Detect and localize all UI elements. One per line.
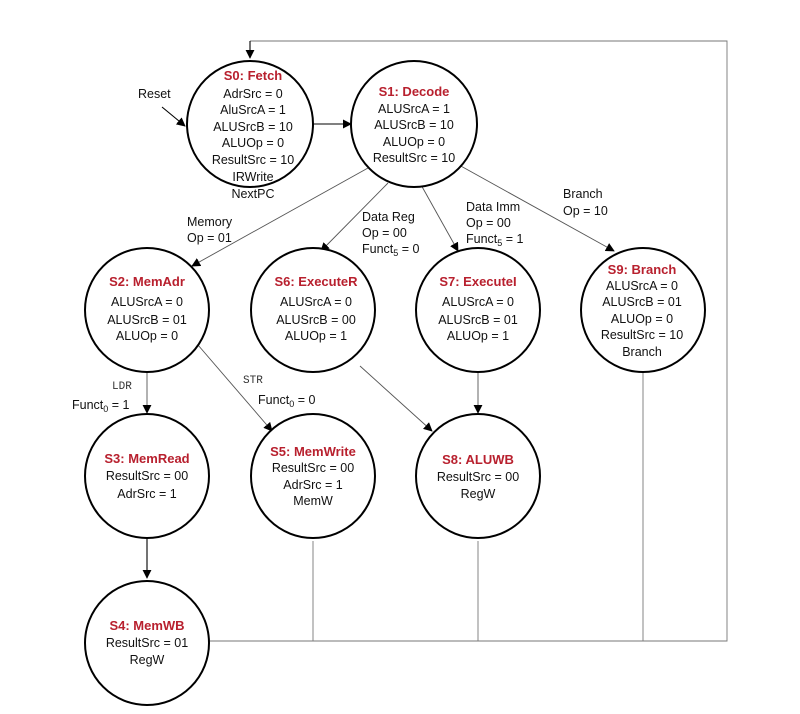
state-s0-line-3: ALUSrcB = 10 — [213, 120, 293, 134]
state-s0-line-7: NextPC — [231, 187, 274, 201]
state-s2-memadr: S2: MemAdr ALUSrcA = 0 ALUSrcB = 01 ALUO… — [84, 247, 210, 373]
state-s1-decode: S1: Decode ALUSrcA = 1 ALUSrcB = 10 ALUO… — [350, 60, 478, 188]
state-s9-line-1: ALUSrcA = 0 — [606, 279, 678, 293]
state-s5-memwrite: S5: MemWrite ResultSrc = 00 AdrSrc = 1 M… — [250, 413, 376, 539]
state-s5-title: S5: MemWrite — [270, 444, 356, 459]
state-s2-line-1: ALUSrcA = 0 — [111, 295, 183, 309]
state-s3-line-1: ResultSrc = 00 — [106, 469, 188, 483]
data-reg-funct-label: Funct5 = 0 — [362, 242, 420, 258]
state-s1-line-4: ResultSrc = 10 — [373, 151, 455, 165]
state-s8-line-2: RegW — [461, 487, 496, 501]
state-s8-aluwb: S8: ALUWB ResultSrc = 00 RegW — [415, 413, 541, 539]
data-reg-label: Data Reg — [362, 210, 415, 224]
state-s5-line-3: MemW — [293, 494, 333, 508]
state-s3-title: S3: MemRead — [104, 451, 189, 466]
state-s6-executer: S6: ExecuteR ALUSrcA = 0 ALUSrcB = 00 AL… — [250, 247, 376, 373]
state-s0-fetch: S0: Fetch AdrSrc = 0 AluSrcA = 1 ALUSrcB… — [186, 60, 314, 201]
branch-label: Branch — [563, 187, 603, 201]
state-s7-line-3: ALUOp = 1 — [447, 329, 509, 343]
state-s1-line-1: ALUSrcA = 1 — [378, 102, 450, 116]
state-s2-title: S2: MemAdr — [109, 274, 185, 289]
data-imm-funct-label: Funct5 = 1 — [466, 232, 524, 248]
reset-arrow — [161, 106, 186, 127]
ldr-funct-label: Funct0 = 1 — [72, 398, 130, 414]
state-s7-line-1: ALUSrcA = 0 — [442, 295, 514, 309]
edge-s1-s6 — [320, 182, 389, 252]
memory-label: Memory — [187, 215, 233, 229]
branch-op-label: Op = 10 — [563, 204, 608, 218]
state-s6-title: S6: ExecuteR — [274, 274, 358, 289]
state-s5-line-2: AdrSrc = 1 — [283, 478, 342, 492]
str-label: STR — [243, 375, 263, 387]
ldr-label: LDR — [112, 381, 132, 393]
state-s4-title: S4: MemWB — [109, 618, 184, 633]
edge-s1-s9 — [449, 159, 615, 252]
edge-s1-s2 — [191, 167, 369, 267]
state-s1-line-2: ALUSrcB = 10 — [374, 118, 454, 132]
state-s2-line-2: ALUSrcB = 01 — [107, 313, 187, 327]
state-s9-line-3: ALUOp = 0 — [611, 312, 673, 326]
state-s1-line-3: ALUOp = 0 — [383, 135, 445, 149]
state-s2-line-3: ALUOp = 0 — [116, 329, 178, 343]
state-s9-line-5: Branch — [622, 345, 662, 359]
return-path — [207, 40, 728, 642]
edge-s2-s5 — [197, 344, 273, 432]
state-s0-title: S0: Fetch — [224, 68, 283, 83]
state-s6-line-2: ALUSrcB = 00 — [276, 313, 356, 327]
state-s4-memwb: S4: MemWB ResultSrc = 01 RegW — [84, 580, 210, 706]
memory-op-label: Op = 01 — [187, 231, 232, 245]
edge-s1-s7 — [419, 182, 459, 252]
state-s0-line-6: IRWrite — [232, 170, 273, 184]
state-s9-line-4: ResultSrc = 10 — [601, 328, 683, 342]
data-imm-label: Data Imm — [466, 200, 520, 214]
edge-s6-s8 — [359, 365, 433, 432]
state-s8-title: S8: ALUWB — [442, 452, 514, 467]
state-s7-title: S7: ExecuteI — [439, 274, 516, 289]
state-s8-line-1: ResultSrc = 00 — [437, 470, 519, 484]
state-s3-line-2: AdrSrc = 1 — [117, 487, 176, 501]
state-s9-line-2: ALUSrcB = 01 — [602, 295, 682, 309]
reset-label: Reset — [138, 87, 171, 101]
state-s4-line-2: RegW — [130, 653, 165, 667]
state-s5-line-1: ResultSrc = 00 — [272, 461, 354, 475]
state-s0-line-5: ResultSrc = 10 — [212, 153, 294, 167]
str-funct-label: Funct0 = 0 — [258, 393, 316, 409]
state-s1-title: S1: Decode — [379, 84, 450, 99]
state-s9-branch: S9: Branch ALUSrcA = 0 ALUSrcB = 01 ALUO… — [580, 247, 706, 373]
state-s6-line-3: ALUOp = 1 — [285, 329, 347, 343]
state-s0-line-4: ALUOp = 0 — [222, 136, 284, 150]
data-imm-op-label: Op = 00 — [466, 216, 511, 230]
state-s6-line-1: ALUSrcA = 0 — [280, 295, 352, 309]
state-s7-executei: S7: ExecuteI ALUSrcA = 0 ALUSrcB = 01 AL… — [415, 247, 541, 373]
state-s0-line-2: AluSrcA = 1 — [220, 103, 286, 117]
state-s3-memread: S3: MemRead ResultSrc = 00 AdrSrc = 1 — [84, 413, 210, 539]
state-s9-title: S9: Branch — [608, 262, 677, 277]
state-s4-line-1: ResultSrc = 01 — [106, 636, 188, 650]
data-reg-op-label: Op = 00 — [362, 226, 407, 240]
state-s7-line-2: ALUSrcB = 01 — [438, 313, 518, 327]
state-s0-line-1: AdrSrc = 0 — [223, 87, 282, 101]
